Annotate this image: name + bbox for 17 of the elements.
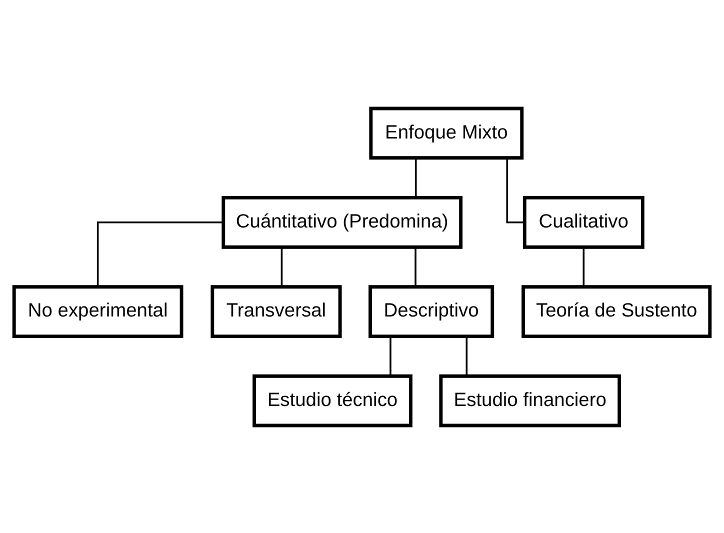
connector xyxy=(280,246,283,286)
node-box: Cualitativo xyxy=(522,195,644,248)
node-box: Teoría de Sustento xyxy=(522,284,712,338)
node-box: Transversal xyxy=(210,284,342,338)
node-box: Descriptivo xyxy=(368,284,494,338)
connector xyxy=(414,246,416,286)
node-box: Estudio técnico xyxy=(252,374,412,427)
node-box: Cuántitativo (Predomina) xyxy=(222,195,463,248)
connector xyxy=(506,158,524,223)
node-box: Estudio financiero xyxy=(439,374,622,427)
connector xyxy=(390,336,392,376)
node-box: No experimental xyxy=(12,284,184,338)
connector xyxy=(582,246,585,286)
connector xyxy=(414,158,417,198)
connector xyxy=(96,221,224,286)
node-box: Enfoque Mixto xyxy=(369,106,524,160)
connector xyxy=(466,336,468,376)
